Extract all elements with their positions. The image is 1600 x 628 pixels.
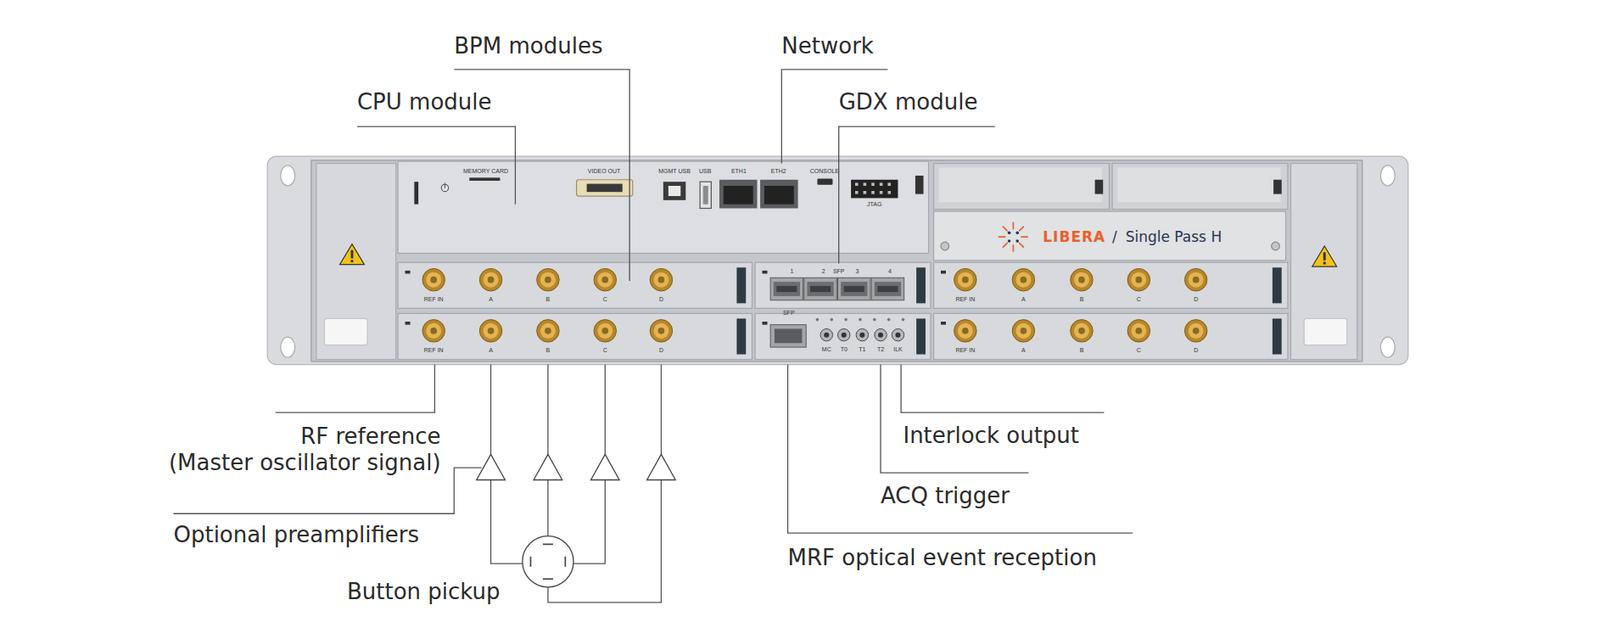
port-label: C: [1136, 346, 1142, 354]
port-label: T0: [840, 346, 848, 353]
port-label: REF IN: [955, 346, 975, 354]
panel-print: MEMORY CARD: [463, 167, 509, 175]
panel-print: USB: [699, 167, 711, 175]
port-label: 2: [822, 268, 826, 275]
port-label: B: [546, 296, 551, 303]
port-label: B: [1079, 346, 1085, 354]
port-label: MC: [822, 346, 832, 353]
panel-print: ETH2: [771, 167, 787, 175]
port-label: C: [603, 296, 608, 303]
port-label: D: [1193, 346, 1198, 354]
panel-print: JTAG: [867, 201, 882, 208]
port-label: REF IN: [955, 296, 975, 303]
port-label: SFP: [833, 268, 845, 275]
callout-label: MRF optical event reception: [788, 544, 1097, 571]
panel-print: VIDEO OUT: [587, 167, 621, 175]
callout-label: Network: [781, 33, 874, 60]
callout-label: GDX module: [839, 89, 979, 116]
port-label: T1: [858, 346, 866, 353]
port-label: A: [488, 296, 493, 303]
callout-label: BPM modules: [453, 33, 603, 60]
port-label: D: [659, 346, 664, 354]
port-label: ILK: [893, 346, 903, 353]
port-label: B: [1079, 296, 1085, 303]
port-label: A: [1021, 296, 1026, 303]
port-label: REF IN: [424, 296, 444, 303]
port-label: C: [1136, 296, 1142, 303]
panel-print: ETH1: [731, 167, 747, 175]
callout-label: RF reference (Master oscillator signal): [168, 423, 442, 476]
port-label: B: [546, 346, 551, 354]
product-name: Single Pass H: [1125, 228, 1222, 246]
panel-print: CONSOLE: [810, 167, 840, 175]
port-label: 1: [789, 268, 794, 275]
callout-label: Interlock output: [902, 422, 1080, 449]
callout-label: Button pickup: [346, 578, 501, 605]
port-label: T2: [877, 346, 884, 353]
port-label: SFP: [783, 309, 795, 317]
port-label: 3: [855, 268, 859, 275]
port-label: 4: [888, 268, 892, 275]
panel-print: MGMT USB: [658, 167, 691, 175]
port-label: D: [1193, 296, 1198, 303]
brand-separator: /: [1112, 228, 1118, 246]
port-label: C: [603, 346, 608, 354]
port-label: A: [488, 346, 493, 354]
brand-name: LIBERA: [1042, 228, 1106, 246]
port-label: A: [1021, 346, 1026, 354]
callout-label: CPU module: [357, 89, 493, 116]
callout-label: Optional preamplifiers: [173, 521, 420, 549]
port-label: D: [659, 296, 664, 303]
port-label: REF IN: [424, 346, 444, 354]
callout-label: ACQ trigger: [880, 482, 1010, 510]
